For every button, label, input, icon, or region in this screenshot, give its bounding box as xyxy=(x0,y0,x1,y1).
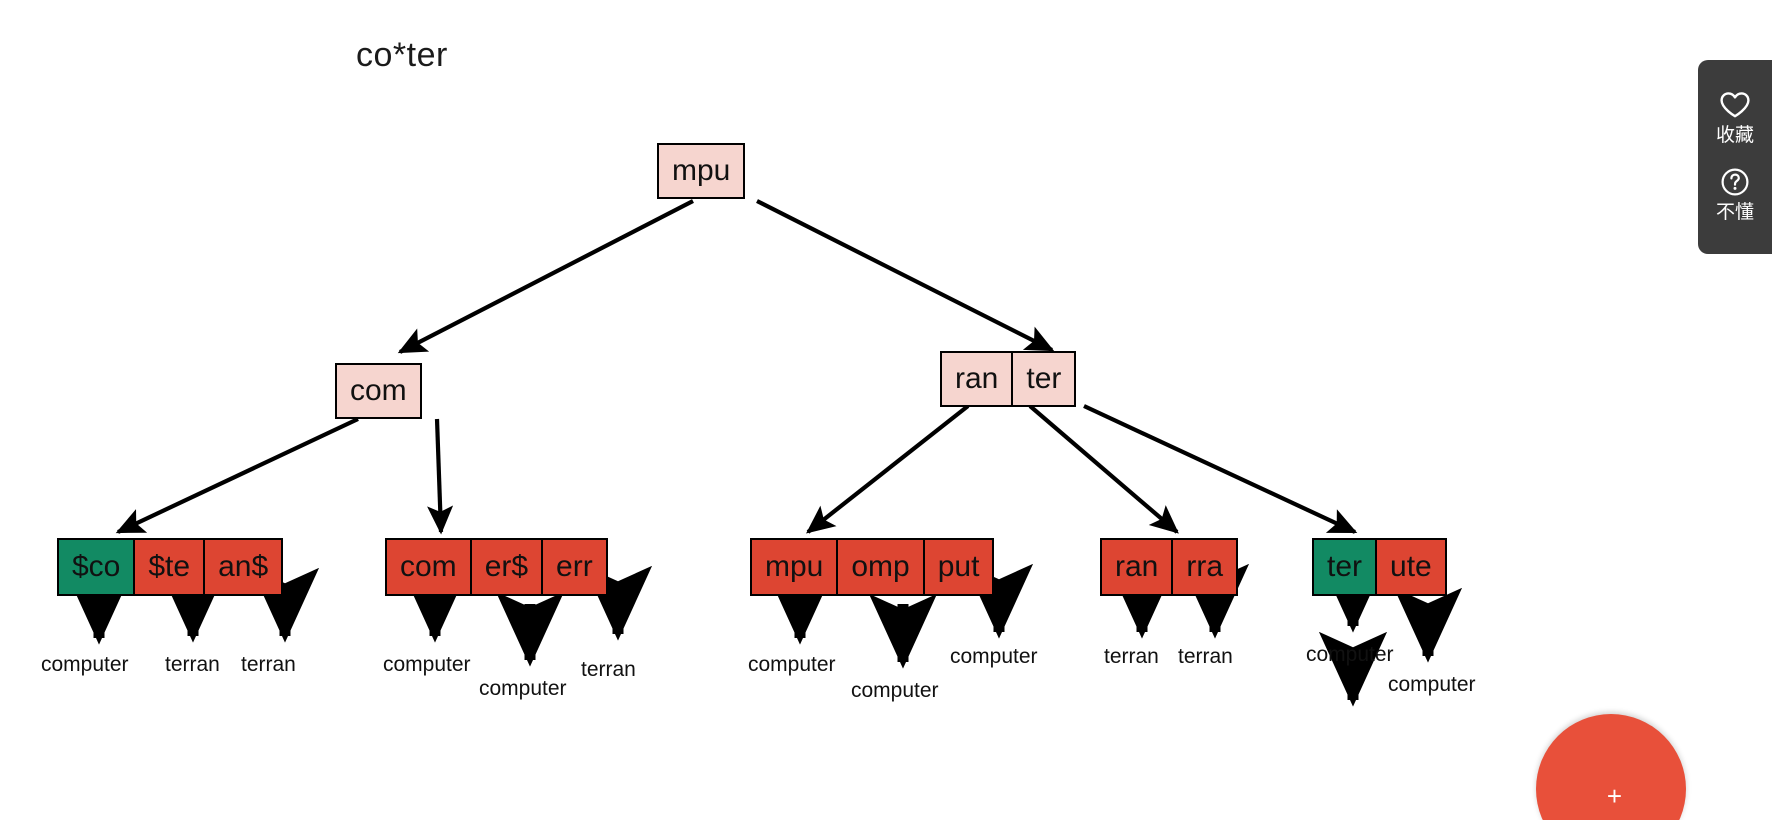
leaf-cell: ter xyxy=(1314,540,1378,594)
leaf-word-label: terran xyxy=(1104,645,1159,668)
leaf-word-label: computer xyxy=(851,679,939,702)
leaf-cell: er$ xyxy=(471,540,544,594)
tree-leaf-3[interactable]: mpu omp put xyxy=(750,538,995,596)
node-cell: com xyxy=(337,365,420,417)
leaf-word-label: terran xyxy=(1178,645,1233,668)
leaf-cell: err xyxy=(543,540,606,594)
heart-icon xyxy=(1718,90,1752,120)
leaf-word-label: computer xyxy=(748,653,836,676)
leaf-cell: rra xyxy=(1173,540,1237,594)
help-button[interactable]: 不懂 xyxy=(1698,159,1772,236)
leaf-word-label: terran xyxy=(581,658,636,681)
leaf-cell: $te xyxy=(135,540,206,594)
node-cell: ter xyxy=(1013,353,1075,405)
leaf-cell: mpu xyxy=(752,540,839,594)
tree-leaf-4[interactable]: ran rra xyxy=(1100,538,1239,596)
help-label: 不懂 xyxy=(1715,202,1754,223)
leaf-word-label: computer xyxy=(479,677,567,700)
favorite-button[interactable]: 收藏 xyxy=(1698,82,1772,159)
tree-leaf-5[interactable]: ter ute xyxy=(1312,538,1447,596)
tree-node-com[interactable]: com xyxy=(335,363,422,419)
leaf-cell: ran xyxy=(1102,540,1174,594)
plus-icon: + xyxy=(1606,781,1622,811)
side-action-widget: 收藏 不懂 xyxy=(1698,60,1772,254)
leaf-word-label: computer xyxy=(383,653,471,676)
question-circle-icon xyxy=(1718,167,1752,197)
leaf-cell: an$ xyxy=(205,540,282,594)
leaf-word-label: computer xyxy=(1388,673,1476,696)
leaf-word-label: computer xyxy=(950,645,1038,668)
favorite-label: 收藏 xyxy=(1715,125,1754,146)
page-title: co*ter xyxy=(356,36,448,74)
leaf-word-label: terran xyxy=(241,653,296,676)
node-cell: ran xyxy=(942,353,1014,405)
leaf-cell: omp xyxy=(838,540,925,594)
tree-node-root[interactable]: mpu xyxy=(657,143,746,199)
node-cell: mpu xyxy=(659,145,744,197)
leaf-word-label: computer xyxy=(41,653,129,676)
leaf-cell: ute xyxy=(1377,540,1445,594)
tree-node-ranter[interactable]: ran ter xyxy=(940,351,1077,407)
leaf-cell: $co xyxy=(59,540,136,594)
tree-leaf-1[interactable]: $co $te an$ xyxy=(57,538,284,596)
leaf-cell: com xyxy=(387,540,472,594)
tree-leaf-2[interactable]: com er$ err xyxy=(385,538,608,596)
leaf-word-label: terran xyxy=(165,653,220,676)
leaf-cell: put xyxy=(924,540,993,594)
leaf-word-label: computer xyxy=(1306,643,1394,666)
